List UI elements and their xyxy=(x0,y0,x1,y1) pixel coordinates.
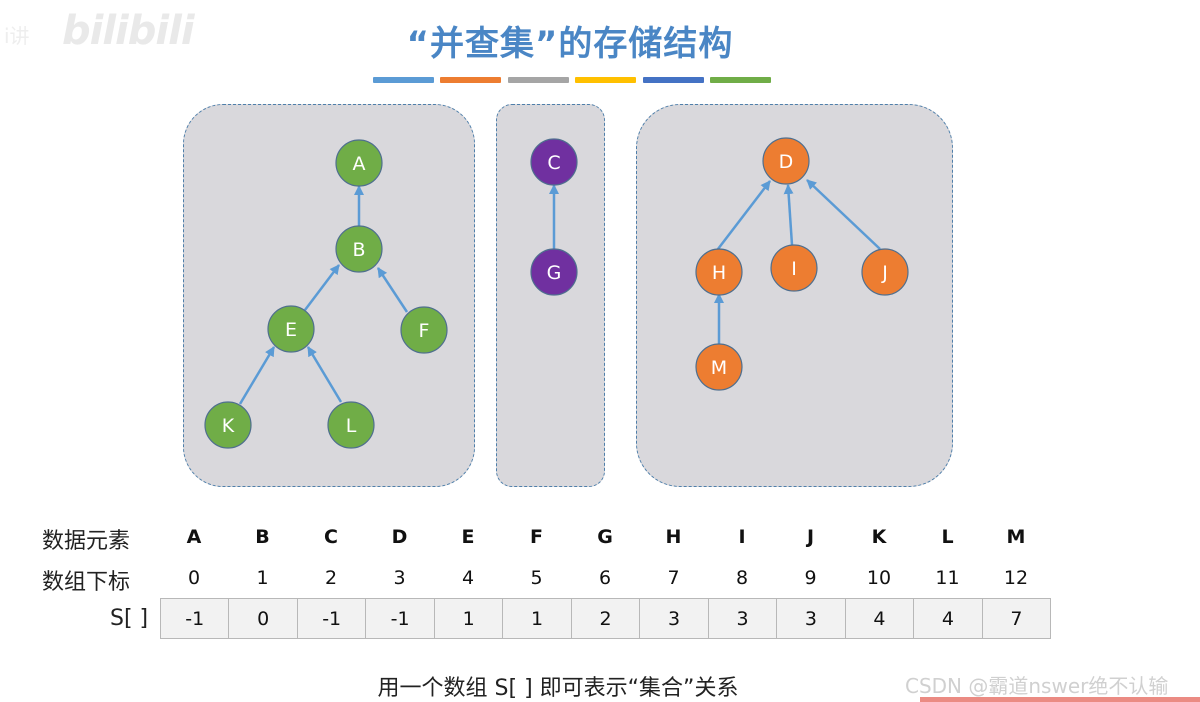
s-value-cell: 4 xyxy=(914,599,983,638)
node-label: B xyxy=(352,239,365,261)
row-label-indices: 数组下标 xyxy=(42,570,131,595)
csdn-watermark: CSDN @霸道nswer绝不认输 xyxy=(905,674,1169,698)
index-cell: 9 xyxy=(804,567,817,589)
node-C: C xyxy=(530,138,578,186)
element-cell: L xyxy=(941,526,954,548)
color-bar-gray xyxy=(508,77,569,83)
edge-E-B xyxy=(304,264,340,311)
node-label: G xyxy=(547,262,562,284)
index-cell: 7 xyxy=(667,567,680,589)
s-value-cell: 4 xyxy=(846,599,915,638)
node-A: A xyxy=(335,139,383,187)
element-cell: A xyxy=(186,526,202,548)
node-M: M xyxy=(695,343,743,391)
color-bar-blue xyxy=(373,77,434,83)
s-value-cell: -1 xyxy=(161,599,230,638)
element-cell: M xyxy=(1006,526,1026,548)
index-cell: 11 xyxy=(935,567,960,589)
node-H: H xyxy=(695,248,743,296)
row-label-s: S[ ] xyxy=(110,606,149,631)
s-value-cell: 3 xyxy=(709,599,778,638)
element-cell: F xyxy=(530,526,543,548)
node-label: M xyxy=(711,357,727,379)
s-value-cell: -1 xyxy=(366,599,435,638)
node-label: E xyxy=(285,319,297,341)
index-cell: 1 xyxy=(256,567,269,589)
edge-K-E xyxy=(238,346,276,405)
index-cell: 0 xyxy=(187,567,201,589)
element-cell: E xyxy=(461,526,475,548)
node-label: K xyxy=(222,415,235,437)
node-I: I xyxy=(770,244,818,292)
node-D: D xyxy=(762,137,810,185)
s-value-cell: 2 xyxy=(572,599,641,638)
element-cell: G xyxy=(597,526,613,548)
node-B: B xyxy=(335,225,383,273)
node-label: H xyxy=(712,262,726,284)
s-value-cell: 3 xyxy=(640,599,709,638)
node-K: K xyxy=(204,401,252,449)
s-value-cell: 0 xyxy=(229,599,298,638)
node-J: J xyxy=(861,248,909,296)
node-label: L xyxy=(346,415,357,437)
element-cell: I xyxy=(738,526,746,548)
slide-title: “并查集”的存储结构 xyxy=(406,24,734,64)
node-E: E xyxy=(267,305,315,353)
index-cell: 6 xyxy=(598,567,612,589)
node-label: C xyxy=(547,152,560,174)
node-label: A xyxy=(353,153,366,175)
index-cell: 2 xyxy=(324,567,338,589)
node-G: G xyxy=(530,248,578,296)
s-value-cell: -1 xyxy=(298,599,367,638)
element-cell: H xyxy=(665,526,682,548)
node-label: J xyxy=(881,262,888,284)
edge-H-D xyxy=(717,180,771,250)
element-cell: K xyxy=(871,526,887,548)
node-L: L xyxy=(327,401,375,449)
index-cell: 5 xyxy=(530,567,543,589)
edge-F-B xyxy=(376,267,409,313)
row-label-elements: 数据元素 xyxy=(42,529,131,554)
index-cell: 8 xyxy=(735,567,749,589)
s-value-cell: 7 xyxy=(1010,607,1023,630)
s-value-cell: 3 xyxy=(777,599,846,638)
s-value-cell: 1 xyxy=(503,599,572,638)
node-label: D xyxy=(779,151,794,173)
element-cell: C xyxy=(324,526,338,548)
node-label: I xyxy=(791,258,797,280)
watermark-prefix: i讲 xyxy=(4,24,30,48)
bilibili-logo: bilibili xyxy=(62,8,195,54)
s-value-cell: 1 xyxy=(435,599,504,638)
node-label: F xyxy=(419,320,430,342)
node-F: F xyxy=(400,306,448,354)
edge-I-D xyxy=(783,184,794,246)
color-bar-yellow xyxy=(575,77,636,83)
element-cell: J xyxy=(806,526,815,548)
caption: 用一个数组 S[ ] 即可表示“集合”关系 xyxy=(377,676,739,701)
index-cell: 10 xyxy=(866,567,892,589)
edge-L-E xyxy=(306,346,343,403)
index-cell: 4 xyxy=(461,567,475,589)
color-bar-orange xyxy=(440,77,501,83)
index-cell: 12 xyxy=(1003,567,1029,589)
color-bar-green xyxy=(710,77,771,83)
color-bar-darkblue xyxy=(643,77,704,83)
index-cell: 3 xyxy=(393,567,406,589)
element-cell: B xyxy=(255,526,270,548)
element-cell: D xyxy=(391,526,408,548)
edge-J-D xyxy=(806,179,881,250)
footer-red-strip xyxy=(920,697,1200,702)
